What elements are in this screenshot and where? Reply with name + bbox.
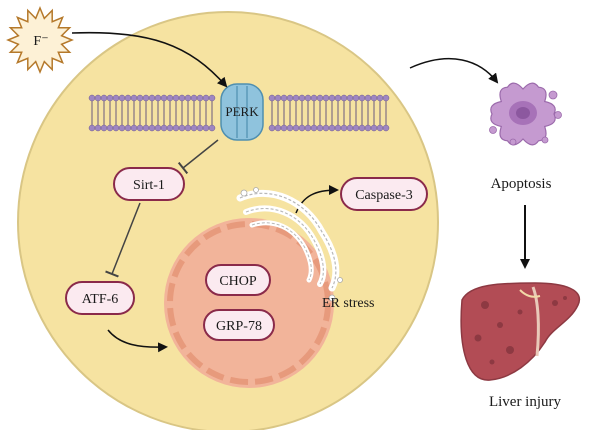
perk-receptor-icon (220, 83, 264, 141)
cell-membrane (88, 94, 390, 132)
apoptosis-label: Apoptosis (491, 176, 552, 192)
golgi-to-caspase3-arrow (295, 185, 339, 214)
sirt1-node: Sirt-1 (113, 167, 185, 201)
cell-to-apoptosis-arrow (409, 57, 499, 84)
atf6-node: ATF-6 (65, 281, 135, 315)
nucleus (164, 218, 334, 388)
caspase3-label: Caspase-3 (355, 188, 413, 203)
golgi-icon (236, 187, 343, 302)
fluoride-to-perk-arrow (71, 31, 228, 88)
chop-label: CHOP (219, 274, 257, 289)
sirt1-label: Sirt-1 (133, 178, 165, 193)
fluoride-burst-icon (6, 6, 74, 74)
grp78-label: GRP-78 (216, 319, 262, 334)
er-stress-label: ER stress (322, 296, 375, 311)
atf6-label: ATF-6 (82, 292, 119, 307)
caspase3-node: Caspase-3 (340, 177, 428, 211)
apoptotic-cell-icon (489, 82, 562, 146)
perk-inhibits-sirt1 (177, 139, 219, 175)
perk-label: PERK (225, 104, 259, 119)
chop-node: CHOP (205, 264, 271, 296)
liver-icon (460, 282, 581, 381)
fluoride-label: F⁻ (33, 34, 48, 49)
grp78-node: GRP-78 (203, 309, 275, 341)
sirt1-inhibits-atf6 (105, 202, 141, 278)
atf6-to-nucleus-arrow (107, 329, 168, 353)
liver-injury-label: Liver injury (489, 394, 562, 410)
